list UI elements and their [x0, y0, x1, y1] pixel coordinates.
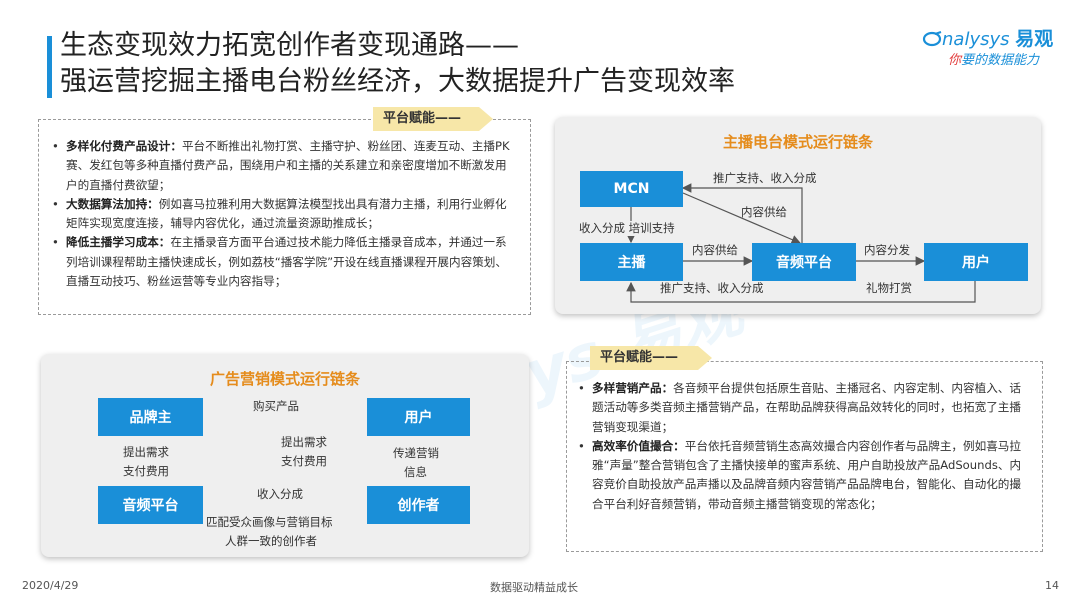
top-left-section-tag: 平台赋能——	[373, 107, 493, 131]
bullet-text: 平台依托音频营销生态高效撮合内容创作者与品牌主，例如喜马拉雅“声量”整合营销包含…	[592, 438, 1022, 511]
node-creator: 创作者	[367, 486, 470, 524]
ad-chain-title: 广告营销模式运行链条	[209, 370, 360, 388]
label-content-supply: 内容供给	[692, 243, 738, 257]
bottom-right-section-tag: 平台赋能——	[590, 346, 712, 370]
label-demand-left-2: 支付费用	[123, 464, 169, 479]
bullet-heading: 多样营销产品：	[592, 381, 674, 395]
bullet-heading: 大数据算法加持：	[66, 196, 159, 211]
footer-date: 2020/4/29	[22, 579, 79, 592]
anchor-chain-title: 主播电台模式运行链条	[722, 133, 873, 151]
logo-brand-text: nalysys	[942, 29, 1010, 50]
label-buy-product: 购买产品	[253, 399, 299, 413]
brand-logo: nalysys 易观	[922, 24, 1053, 51]
node-anchor: 主播	[580, 243, 683, 281]
node-brand: 品牌主	[98, 398, 203, 436]
label-income-training: 收入分成 培训支持	[579, 221, 675, 236]
label-income-share: 收入分成	[257, 487, 303, 501]
footer-tagline: 数据驱动精益成长	[490, 581, 578, 594]
label-deliver-2: 信息	[404, 465, 427, 480]
label-demand-mid-1: 提出需求	[281, 435, 327, 449]
list-item: 多样化付费产品设计：平台不断推出礼物打赏、主播守护、粉丝团、连麦互动、主播PK赛…	[52, 137, 512, 195]
node-audio-platform: 音频平台	[752, 243, 856, 281]
node-mcn: MCN	[580, 171, 683, 207]
label-deliver-1: 传递营销	[393, 446, 439, 461]
bullet-text: 在主播录音方面平台通过技术能力降低主播录音成本，并通过一系列培训课程帮助主播快速…	[66, 235, 507, 289]
list-item: 降低主播学习成本：在主播录音方面平台通过技术能力降低主播录音成本，并通过一系列培…	[52, 233, 512, 291]
label-match-2: 人群一致的创作者	[225, 534, 317, 548]
top-left-bullet-list: 多样化付费产品设计：平台不断推出礼物打赏、主播守护、粉丝团、连麦互动、主播PK赛…	[52, 137, 512, 291]
bullet-heading: 高效率价值撮合：	[592, 438, 685, 453]
label-match-1: 匹配受众画像与营销目标	[206, 515, 333, 529]
node-user: 用户	[924, 243, 1028, 281]
label-promo-bottom: 推广支持、收入分成	[660, 281, 764, 295]
top-left-text-box	[38, 119, 531, 315]
logo-slogan: 你要的数据能力	[948, 49, 1039, 68]
anchor-chain-panel	[555, 117, 1041, 314]
bottom-right-bullet-list: 多样营销产品：各音频平台提供包括原生音贴、主播冠名、内容定制、内容植入、话题活动…	[578, 379, 1030, 514]
logo-mark-icon	[922, 31, 942, 47]
bullet-text: 各音频平台提供包括原生音贴、主播冠名、内容定制、内容植入、话题活动等多类音频主播…	[592, 381, 1021, 434]
bullet-heading: 多样化付费产品设计：	[66, 139, 182, 153]
label-demand-mid-2: 支付费用	[281, 454, 327, 468]
list-item: 大数据算法加持：例如喜马拉雅利用大数据算法模型找出具有潜力主播，利用行业孵化矩阵…	[52, 195, 512, 234]
logo-slogan-prefix: 你	[948, 53, 962, 68]
node-ad-audio-platform: 音频平台	[98, 486, 203, 524]
bullet-text: 平台不断推出礼物打赏、主播守护、粉丝团、连麦互动、主播PK赛、发红包等多种直播付…	[66, 139, 510, 192]
label-demand-left-1: 提出需求	[123, 445, 169, 460]
page-title-line2: 强运营挖掘主播电台粉丝经济，大数据提升广告变现效率	[60, 66, 735, 97]
list-item: 多样营销产品：各音频平台提供包括原生音贴、主播冠名、内容定制、内容植入、话题活动…	[578, 379, 1030, 437]
label-promo-top: 推广支持、收入分成	[713, 171, 817, 185]
bottom-right-text-box	[566, 361, 1043, 552]
label-content-supply-diag: 内容供给	[741, 205, 787, 219]
page-title-line1: 生态变现效力拓宽创作者变现通路——	[60, 30, 519, 61]
page-number: 14	[1045, 579, 1059, 592]
logo-slogan-rest: 要的数据能力	[961, 53, 1040, 68]
node-ad-user: 用户	[367, 398, 470, 436]
logo-brand-cn: 易观	[1015, 28, 1054, 50]
label-gift-tip: 礼物打赏	[866, 281, 912, 295]
bullet-heading: 降低主播学习成本：	[66, 235, 171, 250]
list-item: 高效率价值撮合：平台依托音频营销生态高效撮合内容创作者与品牌主，例如喜马拉雅“声…	[578, 437, 1030, 514]
bullet-text: 例如喜马拉雅利用大数据算法模型找出具有潜力主播，利用行业孵化矩阵实现宽度连接，辅…	[66, 196, 507, 231]
title-accent-bar	[47, 36, 52, 98]
label-content-distribution: 内容分发	[864, 243, 910, 257]
